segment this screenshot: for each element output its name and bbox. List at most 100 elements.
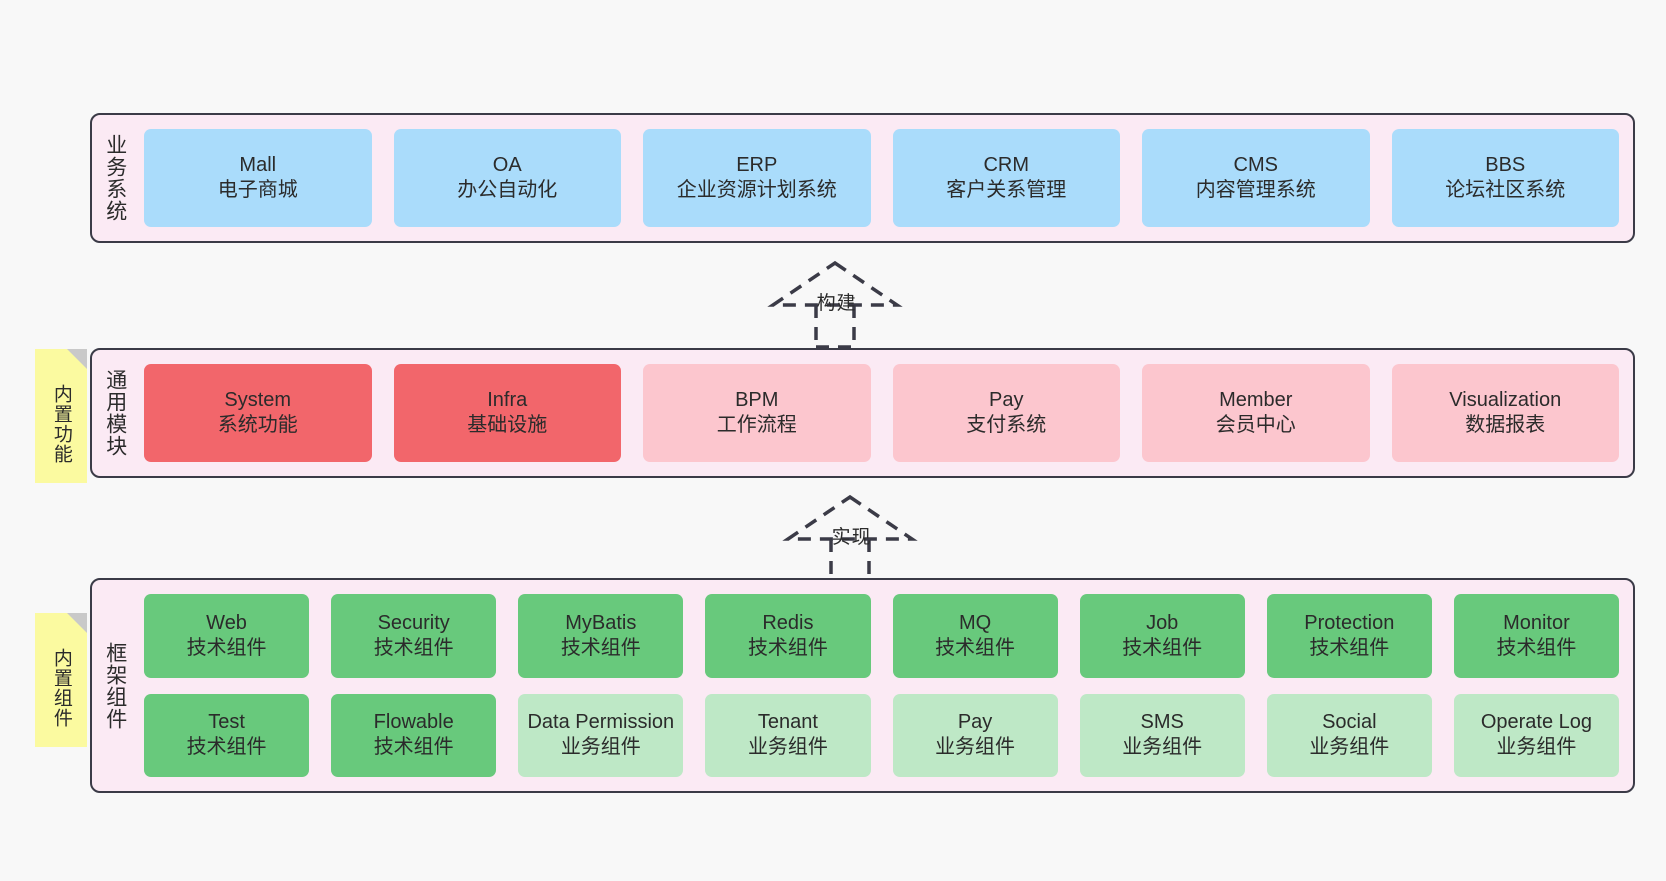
node-title-cn: 办公自动化	[457, 179, 558, 201]
node-title-cn: 系统功能	[217, 414, 298, 436]
node-title-cn: 技术组件	[560, 636, 641, 659]
node-title-en: Security	[377, 611, 450, 634]
node-title-en: Test	[208, 711, 245, 734]
node-title-en: Job	[1146, 611, 1179, 634]
common-module-pay[interactable]: Pay 支付系统	[892, 364, 1120, 462]
node-title-en: CMS	[1233, 154, 1278, 176]
layer-title-common-modules: 通用模块	[103, 369, 127, 457]
layer-title-framework: 框架组件	[103, 641, 127, 730]
node-title-en: Member	[1219, 389, 1293, 411]
note-fold-icon	[67, 349, 87, 369]
node-title-cn: 技术组件	[373, 736, 454, 759]
node-title-en: Flowable	[373, 711, 454, 734]
connector-build-arrow: 构建	[760, 255, 910, 350]
node-title-cn: 技术组件	[1309, 636, 1390, 659]
node-title-en: MQ	[958, 611, 992, 634]
note-fold-icon	[67, 613, 87, 633]
note-builtin-components: 内置组件	[35, 613, 87, 747]
connector-implement-label: 实现	[831, 527, 872, 548]
business-system-bbs[interactable]: BBS 论坛社区系统	[1391, 129, 1619, 227]
connector-build-label: 构建	[816, 293, 857, 314]
node-title-en: MyBatis	[565, 611, 637, 634]
node-title-cn: 论坛社区系统	[1445, 179, 1566, 201]
node-title-en: Visualization	[1449, 389, 1562, 411]
node-title-cn: 技术组件	[1496, 636, 1577, 659]
node-title-en: Web	[206, 611, 247, 634]
node-title-cn: 技术组件	[186, 636, 267, 659]
node-title-en: SMS	[1140, 711, 1184, 734]
common-module-system[interactable]: System 系统功能	[144, 364, 372, 462]
note-builtin-features-label: 内置功能	[50, 384, 72, 464]
node-title-cn: 数据报表	[1465, 414, 1546, 436]
node-title-en: BBS	[1485, 154, 1526, 176]
node-title-cn: 会员中心	[1215, 414, 1296, 436]
node-title-en: Protection	[1304, 611, 1395, 634]
node-title-en: Data Permission	[527, 711, 675, 734]
node-title-en: Operate Log	[1480, 711, 1593, 734]
node-title-en: ERP	[736, 154, 778, 176]
node-title-cn: 业务组件	[1122, 736, 1203, 759]
node-title-cn: 技术组件	[186, 736, 267, 759]
node-title-en: BPM	[735, 389, 779, 411]
node-title-cn: 支付系统	[966, 414, 1047, 436]
note-builtin-components-label: 内置组件	[50, 648, 72, 728]
node-title-en: OA	[492, 154, 522, 176]
node-title-cn: 企业资源计划系统	[676, 179, 837, 201]
business-system-oa[interactable]: OA 办公自动化	[393, 129, 621, 227]
node-title-en: CRM	[983, 154, 1030, 176]
note-builtin-features: 内置功能	[35, 349, 87, 483]
connector-implement-arrow: 实现	[775, 489, 925, 584]
node-title-en: Redis	[762, 611, 814, 634]
business-system-crm[interactable]: CRM 客户关系管理	[892, 129, 1120, 227]
node-title-en: Pay	[957, 711, 993, 734]
node-title-cn: 基础设施	[467, 414, 548, 436]
business-system-cms[interactable]: CMS 内容管理系统	[1142, 129, 1370, 227]
common-module-visualization[interactable]: Visualization 数据报表	[1391, 364, 1619, 462]
node-title-en: Social	[1322, 711, 1377, 734]
node-title-en: Infra	[487, 389, 528, 411]
node-title-cn: 业务组件	[747, 736, 828, 759]
node-title-cn: 内容管理系统	[1195, 179, 1316, 201]
business-system-erp[interactable]: ERP 企业资源计划系统	[643, 129, 871, 227]
common-module-infra[interactable]: Infra 基础设施	[393, 364, 621, 462]
node-title-en: Tenant	[757, 711, 818, 734]
node-title-en: Pay	[989, 389, 1024, 411]
node-title-en: Monitor	[1503, 611, 1570, 634]
node-title-cn: 客户关系管理	[946, 179, 1067, 201]
node-title-cn: 业务组件	[935, 736, 1016, 759]
node-title-cn: 电子商城	[217, 179, 298, 201]
node-title-cn: 业务组件	[1496, 736, 1577, 759]
common-module-member[interactable]: Member 会员中心	[1142, 364, 1370, 462]
layer-title-business: 业务系统	[103, 134, 127, 222]
node-title-en: System	[224, 389, 292, 411]
